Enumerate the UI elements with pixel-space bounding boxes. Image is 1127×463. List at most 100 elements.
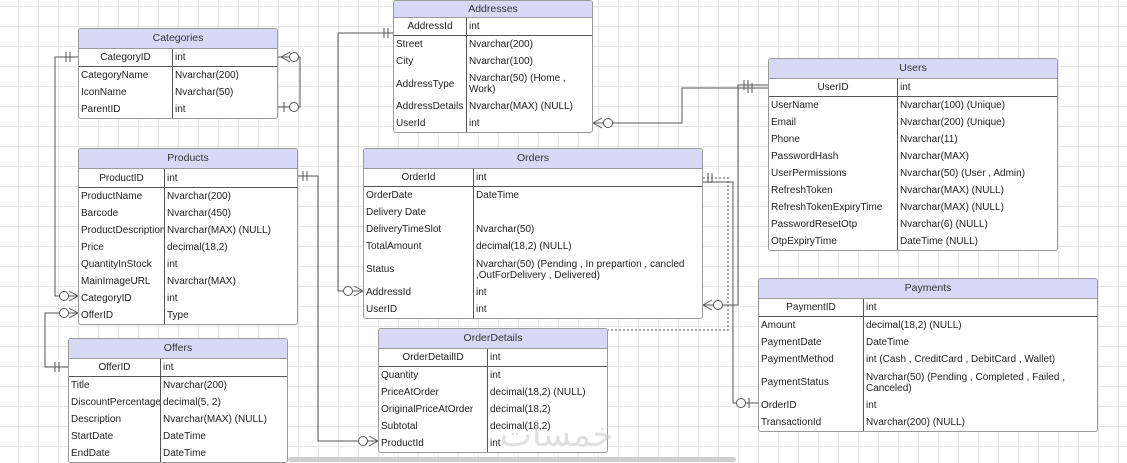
field-name: IconName xyxy=(81,87,127,98)
table-title: OrderDetails xyxy=(379,329,607,349)
field-name: RefreshTokenExpiryTime xyxy=(771,202,883,213)
table-title: Addresses xyxy=(394,1,592,18)
field-row[interactable]: Street Nvarchar(200) xyxy=(394,36,592,53)
field-name: Status xyxy=(366,264,395,275)
field-type: int xyxy=(167,293,178,304)
field-type: Nvarchar(200) xyxy=(469,39,533,50)
field-name: Street xyxy=(396,39,423,50)
connector-orders-payments xyxy=(703,181,758,408)
field-type: int xyxy=(490,352,501,363)
field-name: Phone xyxy=(771,134,800,145)
field-type: Nvarchar(50) xyxy=(476,224,535,235)
field-name: UserPermissions xyxy=(771,168,847,179)
table-title: Offers xyxy=(69,339,287,359)
field-name: PaymentMethod xyxy=(761,354,834,365)
field-type: int xyxy=(163,362,174,373)
column-divider xyxy=(473,169,474,318)
connector-users-addresses xyxy=(592,83,768,129)
field-name: CategoryID xyxy=(100,52,151,63)
field-type: decimal(18,2) xyxy=(490,404,551,415)
field-type: decimal(18,2) xyxy=(490,421,551,432)
column-divider xyxy=(164,169,165,324)
field-type: Nvarchar(MAX) (NULL) xyxy=(167,225,271,236)
column-divider xyxy=(160,359,161,462)
field-name: ProductID xyxy=(99,172,144,184)
field-type: Nvarchar(MAX) (NULL) xyxy=(900,202,1004,213)
field-type: DateTime xyxy=(476,190,519,201)
field-row[interactable]: Delivery Date xyxy=(364,204,702,221)
field-name: UserID xyxy=(366,304,398,315)
table-title: Categories xyxy=(79,29,277,49)
field-name: AddressDetails xyxy=(396,101,464,112)
horizontal-scrollbar[interactable] xyxy=(288,457,736,462)
field-row[interactable]: RefreshTokenExpiryTime Nvarchar(MAX) (NUL… xyxy=(769,199,1057,216)
field-type: int xyxy=(866,302,877,313)
field-name: EndDate xyxy=(71,448,110,459)
connector-categories-self xyxy=(278,51,301,112)
table-title: Products xyxy=(79,149,297,169)
field-type: int xyxy=(476,172,487,183)
